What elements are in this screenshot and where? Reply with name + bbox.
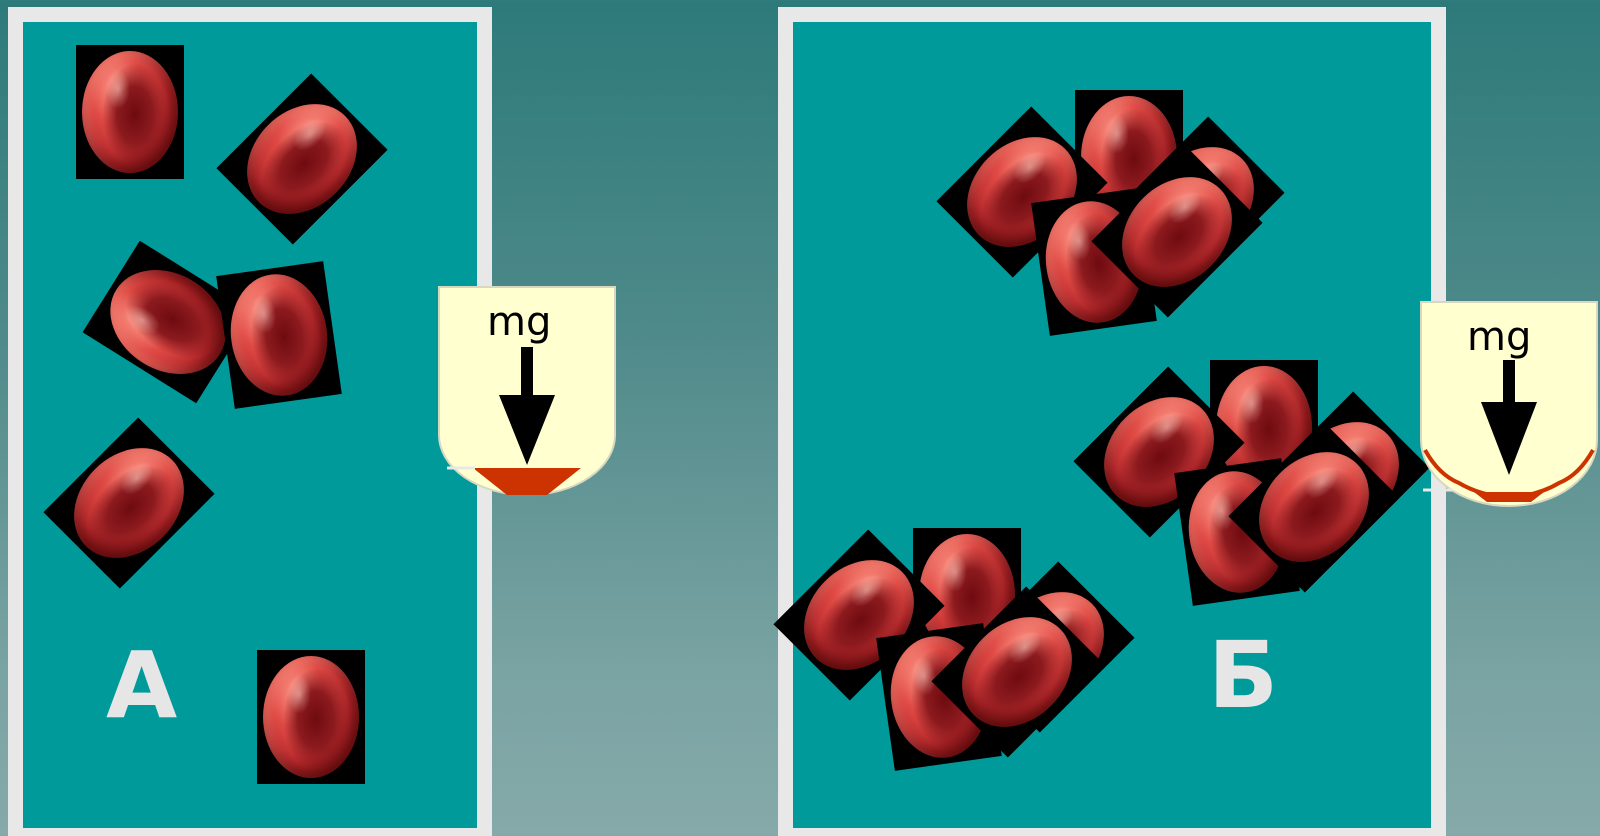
force-label-a: mg: [487, 299, 551, 345]
panel-a-label: А: [106, 640, 177, 732]
gravity-arrow-shaft: [1503, 360, 1515, 405]
force-label-b: mg: [1467, 314, 1531, 360]
gravity-arrow-shaft: [521, 347, 533, 397]
centrifuge-tube-b: mg: [1419, 300, 1599, 510]
red-blood-cell: [216, 261, 342, 409]
centrifuge-tube-a: mg: [437, 285, 617, 495]
panel-b-label: Б: [1208, 630, 1278, 722]
red-blood-cell: [257, 650, 365, 784]
red-blood-cell: [76, 45, 184, 179]
